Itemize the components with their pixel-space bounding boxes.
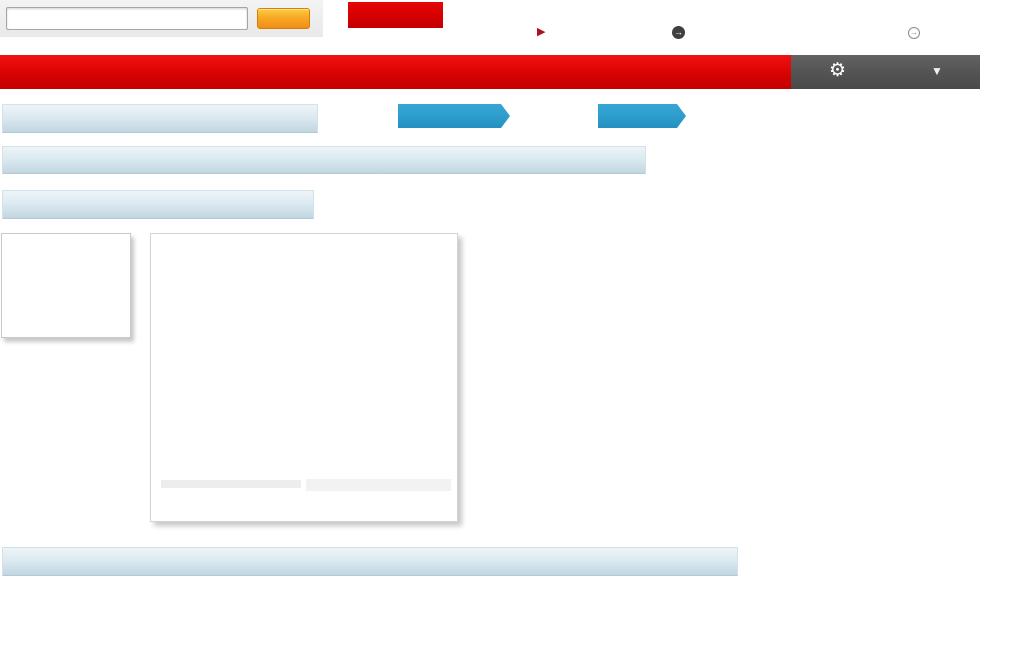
nav-utility-panel: ⚙ ▼ [791, 55, 980, 89]
promo-button[interactable] [348, 2, 443, 28]
faint-text-line-2 [306, 479, 451, 491]
triangle-bullet-icon[interactable]: ▶ [537, 26, 546, 38]
heading-bar-2 [2, 146, 646, 174]
arrow-circle-filled-icon[interactable]: → [672, 26, 685, 39]
search-button[interactable] [257, 8, 310, 29]
chevron-down-icon[interactable]: ▼ [931, 64, 943, 78]
heading-bar-1 [2, 104, 318, 133]
arrow-circle-outline-icon[interactable]: → [908, 27, 920, 39]
search-input[interactable] [6, 7, 248, 30]
footer-bar [2, 547, 738, 576]
content-card-large [150, 233, 458, 522]
heading-bar-3 [2, 190, 314, 219]
faint-text-line-1 [161, 480, 301, 488]
main-nav-bar [0, 55, 791, 89]
search-strip [0, 0, 323, 37]
content-card-small [1, 233, 131, 338]
ribbon-button-1[interactable] [398, 104, 510, 128]
ribbon-button-2[interactable] [598, 104, 686, 128]
gear-icon[interactable]: ⚙ [829, 60, 847, 81]
